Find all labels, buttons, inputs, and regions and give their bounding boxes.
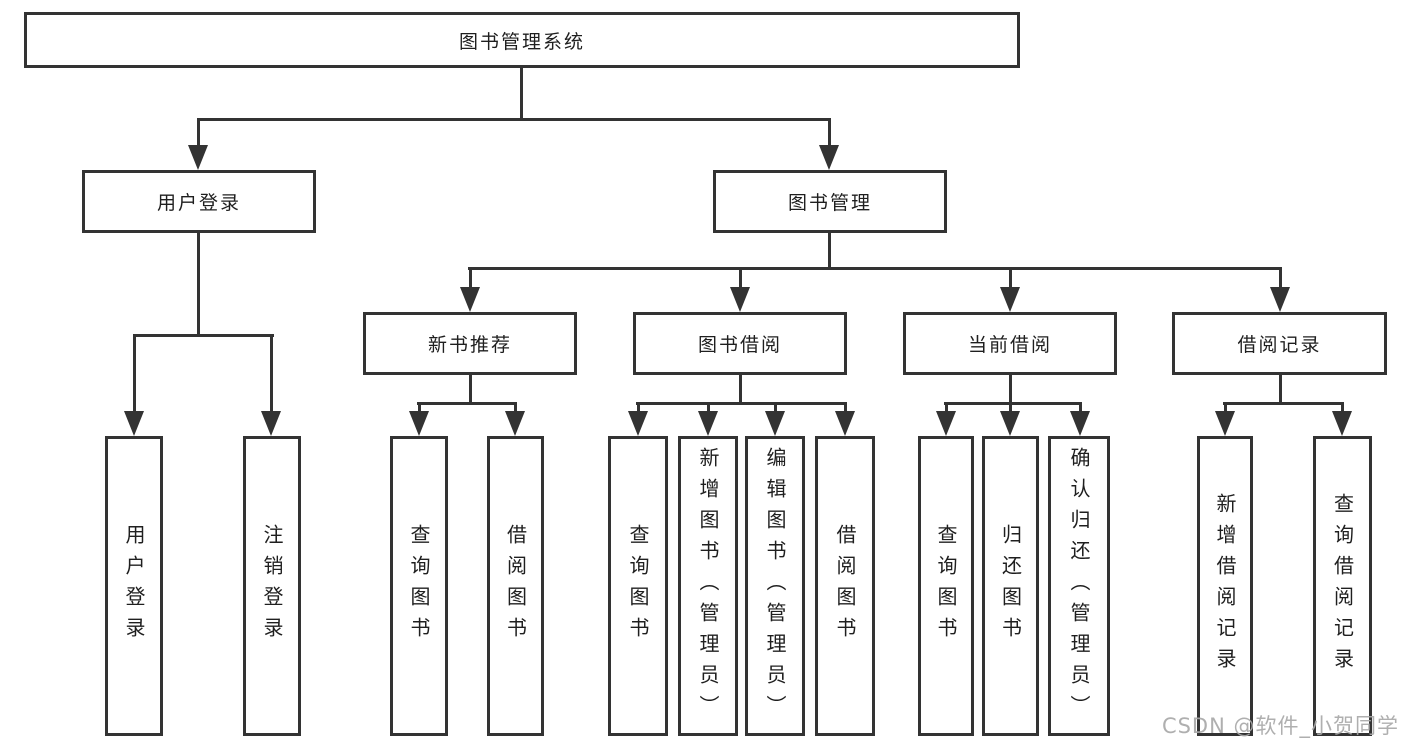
connector-book-mgmt-trunk: [828, 233, 831, 269]
arrow-down-icon: [765, 411, 785, 436]
node-borrow-record: 借阅记录: [1172, 312, 1387, 375]
node-leaf-logout: 注销登录: [243, 436, 301, 736]
arrow-down-icon: [1000, 287, 1020, 312]
connector-line: [707, 403, 710, 413]
connector-root-fork: [197, 118, 831, 121]
arrow-down-icon: [460, 287, 480, 312]
node-leaf-nb-query-book-label: 查询图书: [407, 524, 431, 648]
arrow-down-icon: [936, 411, 956, 436]
arrow-down-icon: [1070, 411, 1090, 436]
arrow-down-icon: [835, 411, 855, 436]
arrow-down-icon: [1215, 411, 1235, 436]
node-leaf-br-query-record-label: 查询借阅记录: [1330, 493, 1355, 679]
arrow-down-icon: [409, 411, 429, 436]
connector-line: [469, 268, 472, 290]
node-leaf-user-login: 用户登录: [105, 436, 163, 736]
node-leaf-bb-borrow-book: 借阅图书: [815, 436, 875, 736]
node-leaf-bb-borrow-book-label: 借阅图书: [833, 524, 857, 648]
arrow-down-icon: [124, 411, 144, 436]
node-leaf-nb-borrow-book-label: 借阅图书: [503, 524, 528, 648]
arrow-down-icon: [819, 145, 839, 170]
connector-line: [774, 403, 777, 413]
connector-book-mgmt-fork: [468, 267, 1282, 270]
connector-book-borrow-trunk: [739, 375, 742, 404]
node-book-management-label: 图书管理: [787, 192, 872, 214]
node-current-borrow-label: 当前借阅: [967, 334, 1052, 356]
arrow-down-icon: [261, 411, 281, 436]
node-leaf-nb-query-book: 查询图书: [390, 436, 448, 736]
node-new-book-recommend: 新书推荐: [363, 312, 577, 375]
connector-line: [1279, 268, 1282, 290]
connector-line: [418, 403, 421, 413]
connector-user-login-trunk: [197, 233, 200, 336]
connector-line: [945, 403, 948, 413]
connector-line: [133, 335, 136, 413]
node-leaf-bb-query-book-label: 查询图书: [626, 524, 650, 648]
node-book-borrow-label: 图书借阅: [697, 334, 782, 356]
node-leaf-logout-label: 注销登录: [260, 524, 284, 648]
arrow-down-icon: [628, 411, 648, 436]
node-leaf-cb-return-book-label: 归还图书: [998, 524, 1023, 648]
node-leaf-cb-confirm-return-label: 确认归还（管理员）: [1067, 446, 1091, 726]
connector-line: [1009, 403, 1012, 413]
node-leaf-bb-add-book-label: 新增图书（管理员）: [696, 446, 720, 726]
connector-line: [739, 268, 742, 290]
arrow-down-icon: [505, 411, 525, 436]
connector-book-borrow-fork: [636, 402, 847, 405]
node-leaf-user-login-label: 用户登录: [122, 524, 146, 648]
connector-line: [1009, 268, 1012, 290]
node-leaf-br-add-record: 新增借阅记录: [1197, 436, 1253, 736]
node-borrow-record-label: 借阅记录: [1237, 334, 1322, 356]
node-leaf-bb-edit-book-label: 编辑图书（管理员）: [763, 446, 787, 726]
node-leaf-bb-query-book: 查询图书: [608, 436, 668, 736]
connector-line: [828, 119, 831, 149]
connector-current-borrow-trunk: [1009, 375, 1012, 404]
connector-line: [1224, 403, 1227, 413]
node-leaf-cb-query-book-label: 查询图书: [934, 524, 958, 648]
node-leaf-bb-edit-book: 编辑图书（管理员）: [745, 436, 805, 736]
node-current-borrow: 当前借阅: [903, 312, 1117, 375]
node-leaf-cb-confirm-return: 确认归还（管理员）: [1048, 436, 1110, 736]
arrow-down-icon: [1270, 287, 1290, 312]
connector-line: [270, 335, 273, 413]
node-new-book-recommend-label: 新书推荐: [427, 334, 512, 356]
node-leaf-nb-borrow-book: 借阅图书: [487, 436, 544, 736]
connector-borrow-record-trunk: [1279, 375, 1282, 404]
node-user-login-label: 用户登录: [156, 192, 241, 214]
node-root: 图书管理系统: [24, 12, 1020, 68]
node-leaf-br-add-record-label: 新增借阅记录: [1213, 493, 1237, 679]
node-user-login: 用户登录: [82, 170, 316, 233]
connector-line: [637, 403, 640, 413]
node-book-borrow: 图书借阅: [633, 312, 847, 375]
node-leaf-cb-return-book: 归还图书: [982, 436, 1039, 736]
node-leaf-bb-add-book: 新增图书（管理员）: [678, 436, 738, 736]
arrow-down-icon: [730, 287, 750, 312]
arrow-down-icon: [1000, 411, 1020, 436]
connector-user-login-fork: [133, 334, 274, 337]
connector-line: [514, 403, 517, 413]
arrow-down-icon: [698, 411, 718, 436]
connector-root-trunk: [520, 68, 523, 120]
connector-borrow-record-fork: [1223, 402, 1344, 405]
connector-new-book-fork: [417, 402, 517, 405]
connector-line: [844, 403, 847, 413]
node-book-management: 图书管理: [713, 170, 947, 233]
connector-line: [197, 119, 200, 149]
node-root-label: 图书管理系统: [458, 30, 585, 53]
node-leaf-br-query-record: 查询借阅记录: [1313, 436, 1372, 736]
connector-current-borrow-fork: [944, 402, 1082, 405]
connector-line: [1079, 403, 1082, 413]
connector-line: [1341, 403, 1344, 413]
connector-new-book-trunk: [469, 375, 472, 404]
node-leaf-cb-query-book: 查询图书: [918, 436, 974, 736]
arrow-down-icon: [1332, 411, 1352, 436]
arrow-down-icon: [188, 145, 208, 170]
